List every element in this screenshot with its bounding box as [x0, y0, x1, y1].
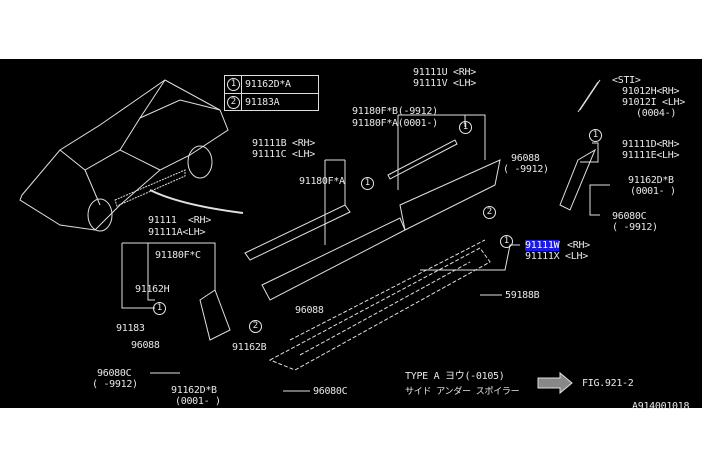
date-range: ( -9912) — [612, 222, 658, 233]
part-96080C[interactable]: 96080C — [612, 211, 647, 222]
diagram-canvas — [0, 59, 702, 408]
part-91180FC[interactable]: 91180F*C — [155, 250, 201, 261]
molding-upper — [244, 139, 501, 301]
part-96088[interactable]: 96088 — [295, 305, 324, 316]
part-91012I[interactable]: 91012I <LH> — [622, 97, 685, 108]
part-91012H[interactable]: 91012H<RH> — [622, 86, 680, 97]
part-91180FB[interactable]: 91180F*B(-9912) — [352, 106, 438, 117]
part-91183[interactable]: 91183 — [116, 323, 145, 334]
drawing-id: A914001018 — [632, 401, 690, 412]
rear-molding — [559, 79, 601, 211]
date-range: ( -9912) — [503, 164, 549, 175]
callout-1-icon: 1 — [589, 129, 602, 142]
callout-1-icon: 1 — [227, 78, 240, 91]
part-96088[interactable]: 96088 — [511, 153, 540, 164]
callout-legend: 1 91162D*A 2 91183A — [224, 75, 319, 111]
callout-1-icon: 1 — [500, 235, 513, 248]
vehicle-outline — [19, 79, 244, 232]
callout-1-icon: 1 — [153, 302, 166, 315]
part-91180FA[interactable]: 91180F*A — [299, 176, 345, 187]
type-note-japanese: サイド アンダー スポイラー — [405, 387, 520, 397]
date-range: (0001- ) — [630, 186, 676, 197]
side-spoiler — [268, 239, 491, 371]
part-91162DB[interactable]: 91162D*B — [628, 175, 674, 186]
type-note: TYPE A ヨウ(-0105) — [405, 371, 505, 382]
part-91180FA-upper[interactable]: 91180F*A(0001-) — [352, 118, 438, 129]
sti-label: <STI> — [612, 75, 641, 86]
part-96080C[interactable]: 96080C — [313, 386, 348, 397]
date-range: (0001- ) — [175, 396, 221, 407]
legend-row-2: 2 91183A — [225, 93, 318, 111]
part-91111U[interactable]: 91111U <RH> — [413, 67, 476, 78]
part-91111[interactable]: 91111 <RH> — [148, 215, 211, 226]
part-91162H[interactable]: 91162H — [135, 284, 170, 295]
part-91111C[interactable]: 91111C <LH> — [252, 149, 315, 160]
figure-reference-link[interactable]: FIG.921-2 — [582, 378, 634, 389]
part-91111X[interactable]: 91111X <LH> — [525, 251, 588, 262]
leader-lines — [121, 114, 610, 392]
next-figure-arrow-icon — [537, 371, 573, 395]
part-91111E[interactable]: 91111E<LH> — [622, 150, 680, 161]
date-range: ( -9912) — [92, 379, 138, 390]
callout-2-icon: 2 — [483, 206, 496, 219]
part-91111A[interactable]: 91111A<LH> — [148, 227, 206, 238]
part-59188B[interactable]: 59188B — [505, 290, 540, 301]
callout-1-icon: 1 — [459, 121, 472, 134]
part-91111V[interactable]: 91111V <LH> — [413, 78, 476, 89]
part-91183A[interactable]: 91183A — [245, 97, 280, 108]
legend-row-1: 1 91162D*A — [225, 76, 318, 93]
callout-1-icon: 1 — [361, 177, 374, 190]
part-91162B[interactable]: 91162B — [232, 342, 267, 353]
part-96080C[interactable]: 96080C — [97, 368, 132, 379]
rh-label: <RH> — [567, 240, 590, 251]
part-91162DA[interactable]: 91162D*A — [245, 79, 291, 90]
front-molding — [199, 289, 231, 341]
part-91111B[interactable]: 91111B <RH> — [252, 138, 315, 149]
part-91162DB[interactable]: 91162D*B — [171, 385, 217, 396]
date-range: (0004-) — [636, 108, 677, 119]
part-91111W-selected[interactable]: 91111W — [525, 240, 560, 251]
callout-2-icon: 2 — [227, 96, 240, 109]
part-91111D[interactable]: 91111D<RH> — [622, 139, 680, 150]
part-96088[interactable]: 96088 — [131, 340, 160, 351]
callout-2-icon: 2 — [249, 320, 262, 333]
